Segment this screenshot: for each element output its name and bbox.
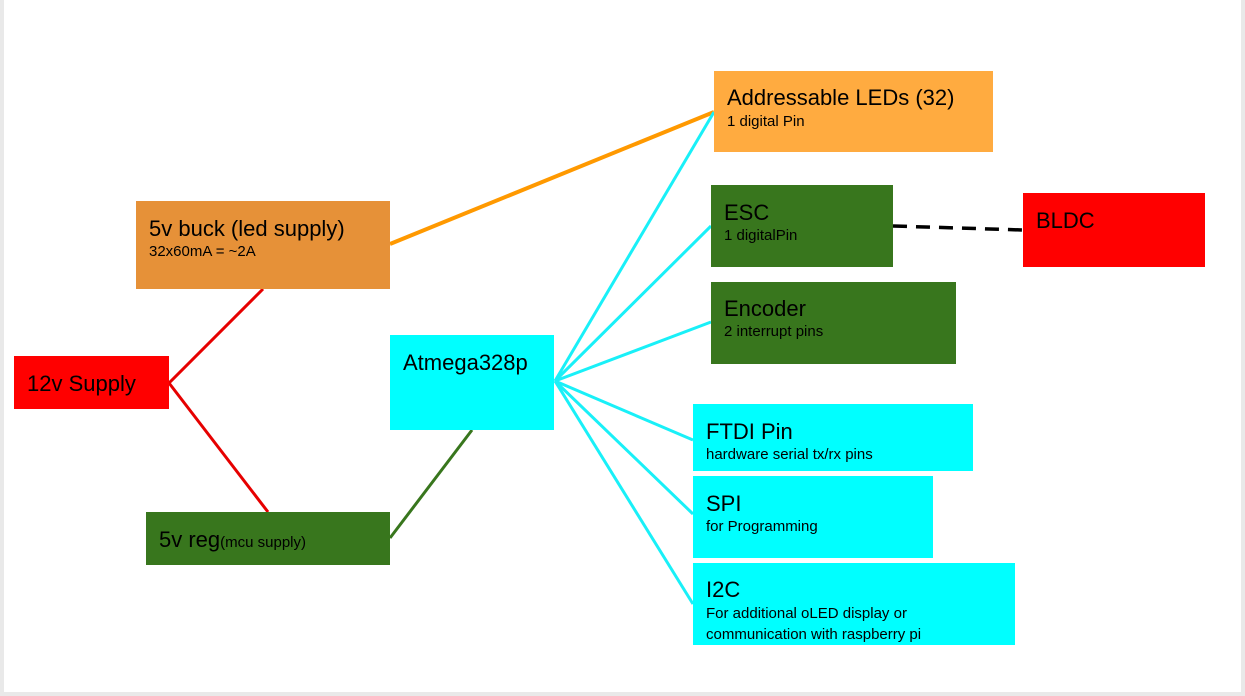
node-5v-buck: 5v buck (led supply) 32x60mA = ~2A: [136, 201, 390, 289]
node-5v-reg-title: 5v reg(mcu supply): [159, 528, 306, 555]
wire-mcu-to-i2c: [553, 380, 695, 605]
node-5v-reg-title-suffix: (mcu supply): [220, 534, 307, 551]
wire-mcu-to-leds: [553, 111, 716, 382]
node-encoder: Encoder 2 interrupt pins: [711, 282, 956, 364]
node-esc: ESC 1 digitalPin: [711, 185, 893, 267]
node-spi-subtitle: for Programming: [706, 518, 818, 535]
node-i2c-subtitle-line1: For additional oLED display or: [706, 605, 907, 622]
node-i2c: I2C For additional oLED display or commu…: [693, 563, 1015, 645]
wire-mcu-to-encoder: [554, 320, 712, 383]
node-encoder-title: Encoder: [724, 296, 806, 321]
node-12v-supply: 12v Supply: [14, 356, 169, 409]
node-addressable-leds-subtitle: 1 digital Pin: [727, 113, 805, 130]
node-spi: SPI for Programming: [693, 476, 933, 558]
diagram-canvas: [4, 0, 1241, 692]
wire-reg-to-mcu: [388, 429, 474, 539]
node-i2c-title: I2C: [706, 577, 741, 602]
node-12v-supply-title: 12v Supply: [27, 371, 136, 396]
node-spi-title: SPI: [706, 491, 742, 516]
node-atmega328p: Atmega328p: [390, 335, 554, 430]
wire-esc-to-bldc: [892, 224, 1024, 232]
wire-12v-to-buck: [167, 287, 265, 385]
node-addressable-leds: Addressable LEDs (32) 1 digital Pin: [714, 71, 993, 152]
node-5v-reg: 5v reg(mcu supply): [146, 512, 390, 565]
node-bldc: BLDC: [1023, 193, 1205, 267]
node-5v-buck-title: 5v buck (led supply): [149, 216, 345, 241]
node-addressable-leds-title: Addressable LEDs (32): [727, 85, 955, 110]
node-i2c-subtitle-line2: communication with raspberry pi: [706, 626, 922, 643]
node-atmega328p-title: Atmega328p: [403, 350, 528, 375]
node-ftdi-pin-title: FTDI Pin: [706, 419, 793, 444]
node-encoder-subtitle: 2 interrupt pins: [724, 323, 824, 340]
wire-mcu-to-spi: [553, 379, 695, 516]
node-5v-reg-title-main: 5v reg: [159, 527, 221, 552]
node-esc-subtitle: 1 digitalPin: [724, 227, 798, 244]
wire-12v-to-reg: [167, 382, 270, 513]
wire-buck-to-leds: [389, 110, 715, 246]
node-bldc-title: BLDC: [1036, 208, 1095, 233]
wire-mcu-to-esc: [553, 224, 713, 383]
node-5v-buck-subtitle: 32x60mA = ~2A: [149, 243, 256, 260]
node-ftdi-pin: FTDI Pin hardware serial tx/rx pins: [693, 404, 973, 471]
node-esc-title: ESC: [724, 200, 770, 225]
wire-mcu-to-ftdi: [554, 379, 694, 442]
node-ftdi-pin-subtitle: hardware serial tx/rx pins: [706, 446, 873, 463]
